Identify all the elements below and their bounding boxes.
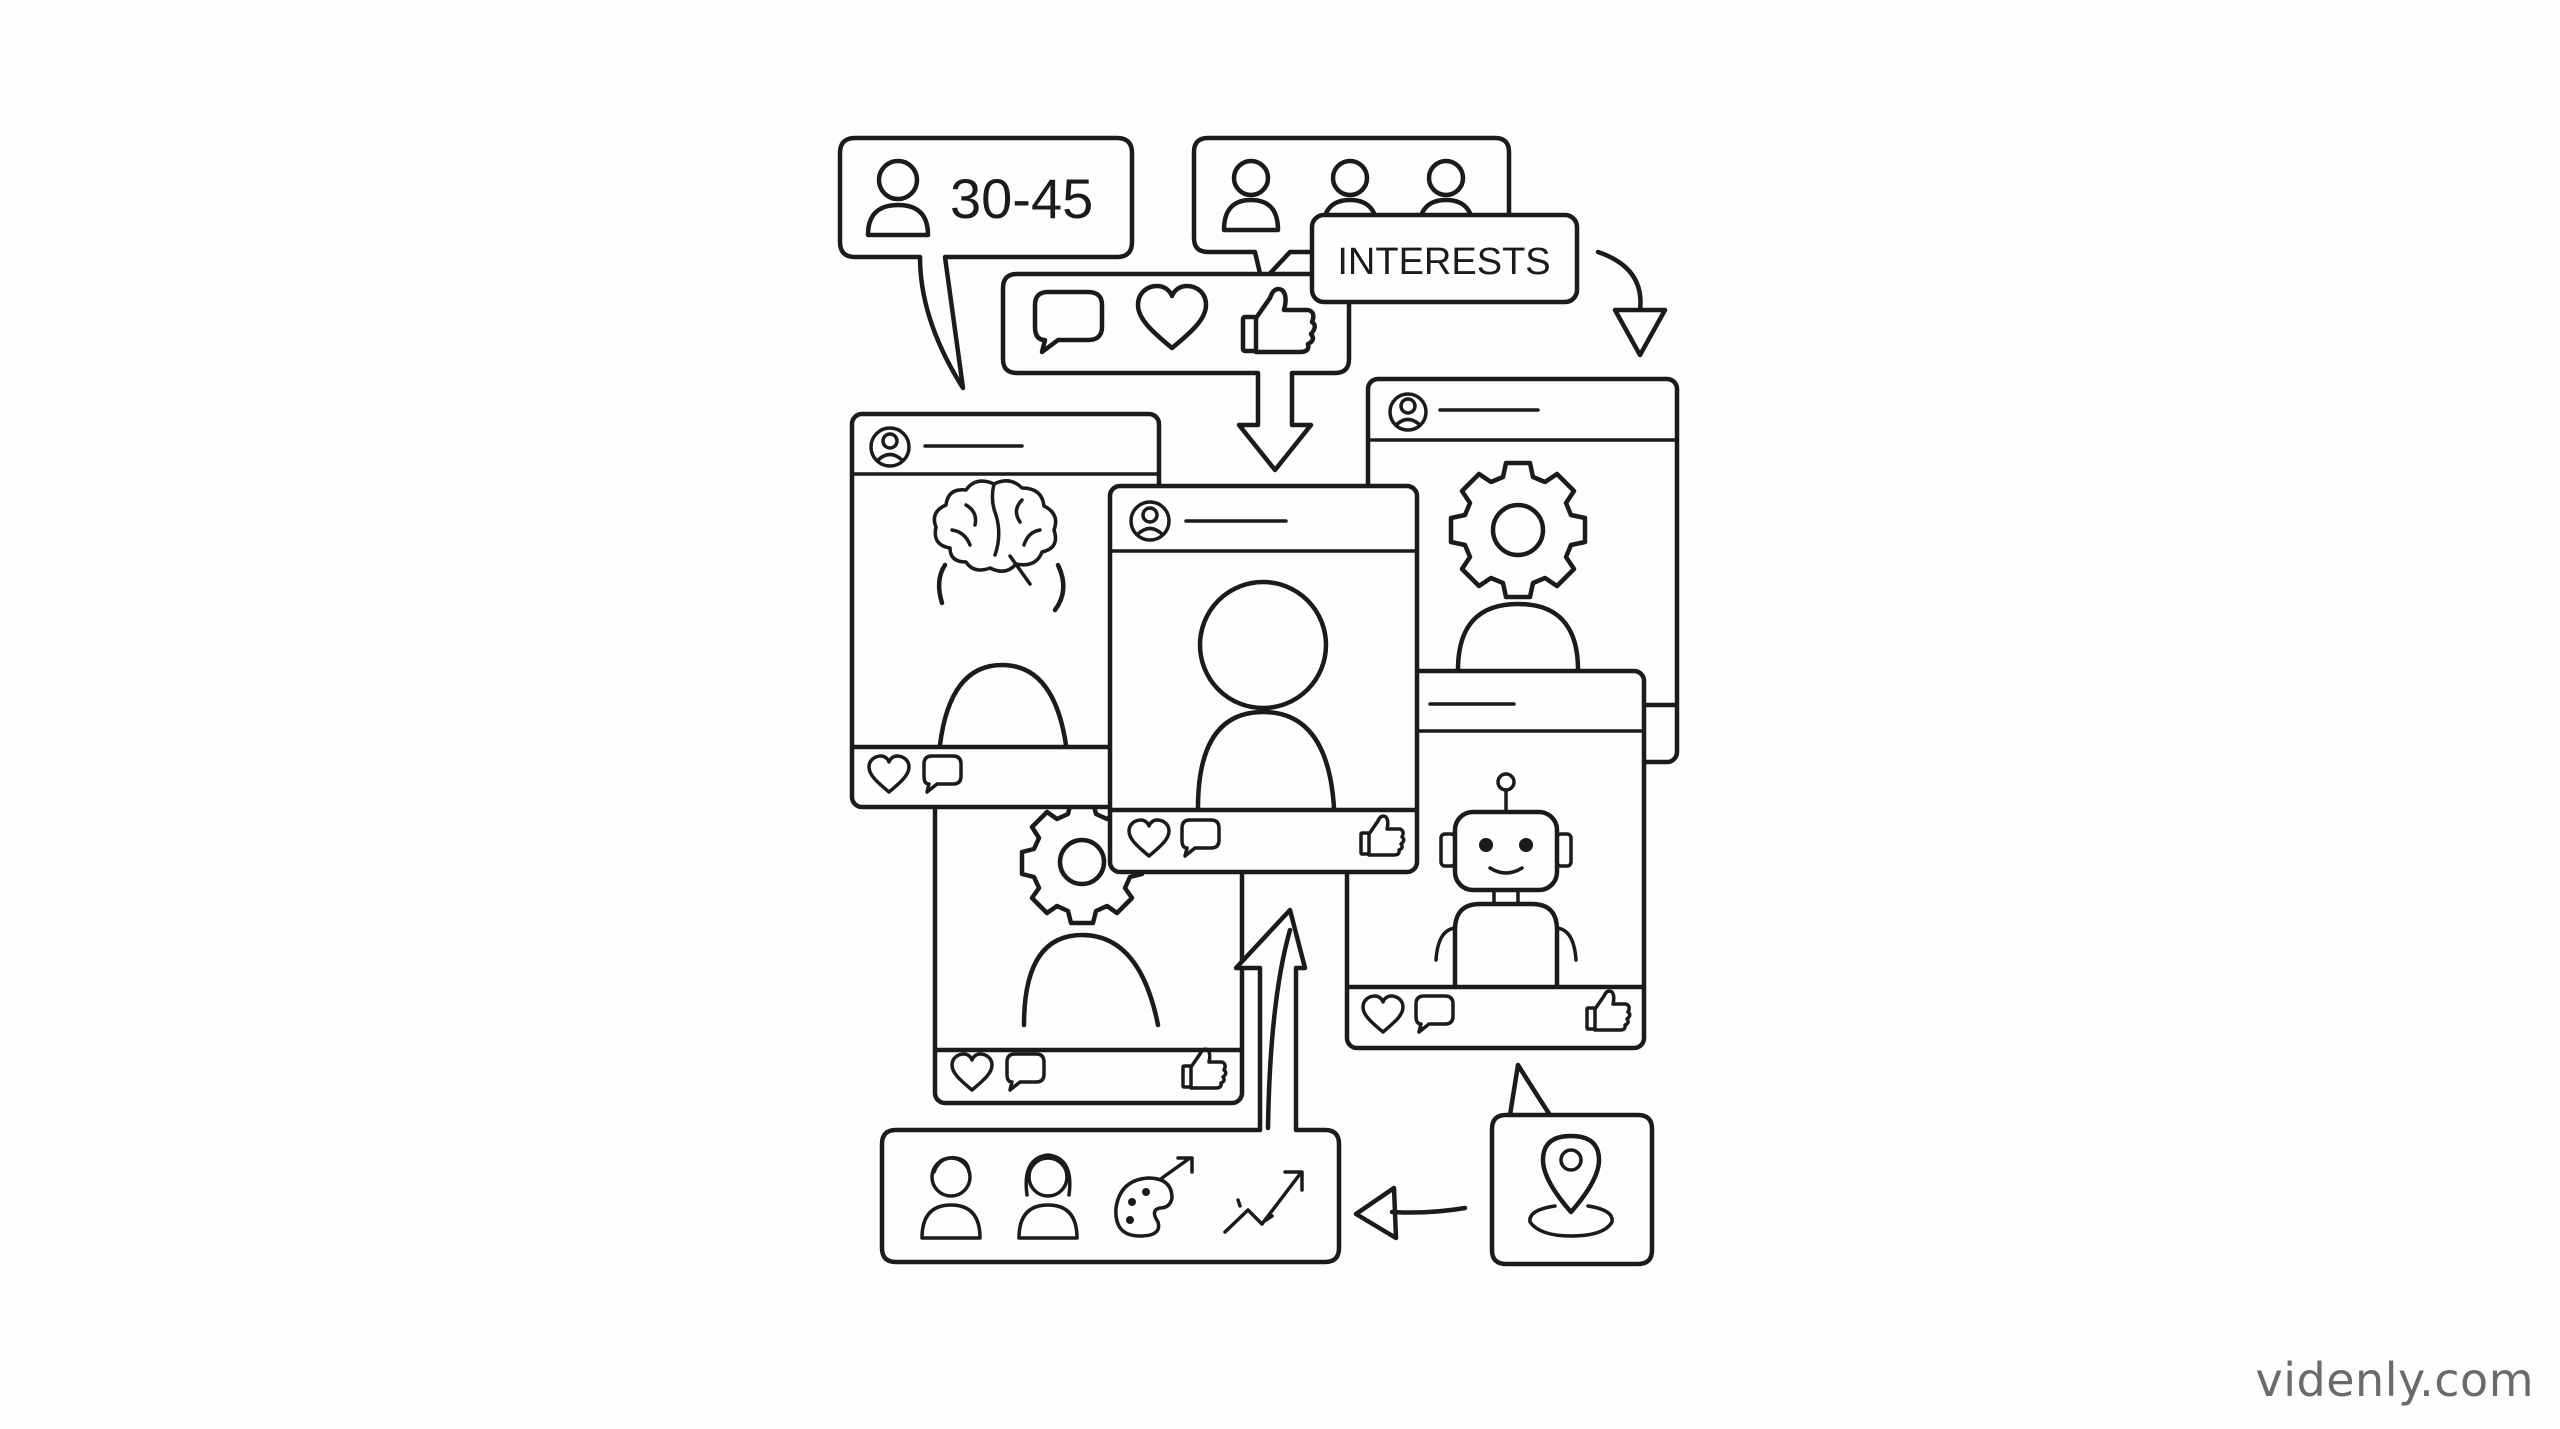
comment-icon: [1032, 289, 1105, 355]
interests-tag: INTERESTS: [1309, 212, 1580, 305]
thumbs-up-icon: [1240, 286, 1317, 355]
heart-icon: [950, 1052, 994, 1092]
demographics-bubble: [879, 907, 1342, 1265]
thumbs-up-icon: [1181, 1047, 1228, 1090]
location-pin-icon: [1528, 1133, 1614, 1238]
interests-arrow: [1595, 249, 1668, 358]
avatar: [1129, 500, 1171, 542]
robot-icon: [1434, 772, 1578, 988]
comment-icon: [1414, 994, 1455, 1034]
user-icon: [865, 158, 931, 238]
female-person-icon: [1017, 1153, 1079, 1240]
heart-icon: [1361, 994, 1405, 1034]
comment-icon: [1180, 818, 1221, 858]
post-card-robot: [1344, 668, 1647, 1051]
male-person-icon: [920, 1156, 982, 1240]
gear-icon: [1448, 460, 1588, 600]
flow-arrow-left: [1353, 1185, 1468, 1241]
avatar: [869, 426, 911, 468]
location-bubble: [1489, 1062, 1655, 1267]
gender-icon: [1160, 1156, 1194, 1180]
comment-icon: [922, 754, 963, 794]
post-card-brain: [849, 411, 1162, 810]
brain-icon: [932, 479, 1058, 586]
watermark: videnly.com: [2255, 1353, 2534, 1407]
heart-icon: [867, 754, 911, 794]
heart-icon: [1127, 818, 1171, 858]
thumbs-up-icon: [1585, 989, 1632, 1032]
comment-icon: [1005, 1052, 1046, 1092]
age-range-text: 30-45: [950, 167, 1093, 230]
trend-up-icon: [1223, 1170, 1304, 1234]
interests-label: INTERESTS: [1337, 241, 1550, 283]
thumbs-up-icon: [1359, 814, 1406, 857]
palette-icon: [1114, 1176, 1174, 1238]
age-bubble: 30-45: [837, 135, 1135, 391]
post-card-center: [1107, 483, 1420, 875]
heart-icon: [1135, 283, 1209, 351]
